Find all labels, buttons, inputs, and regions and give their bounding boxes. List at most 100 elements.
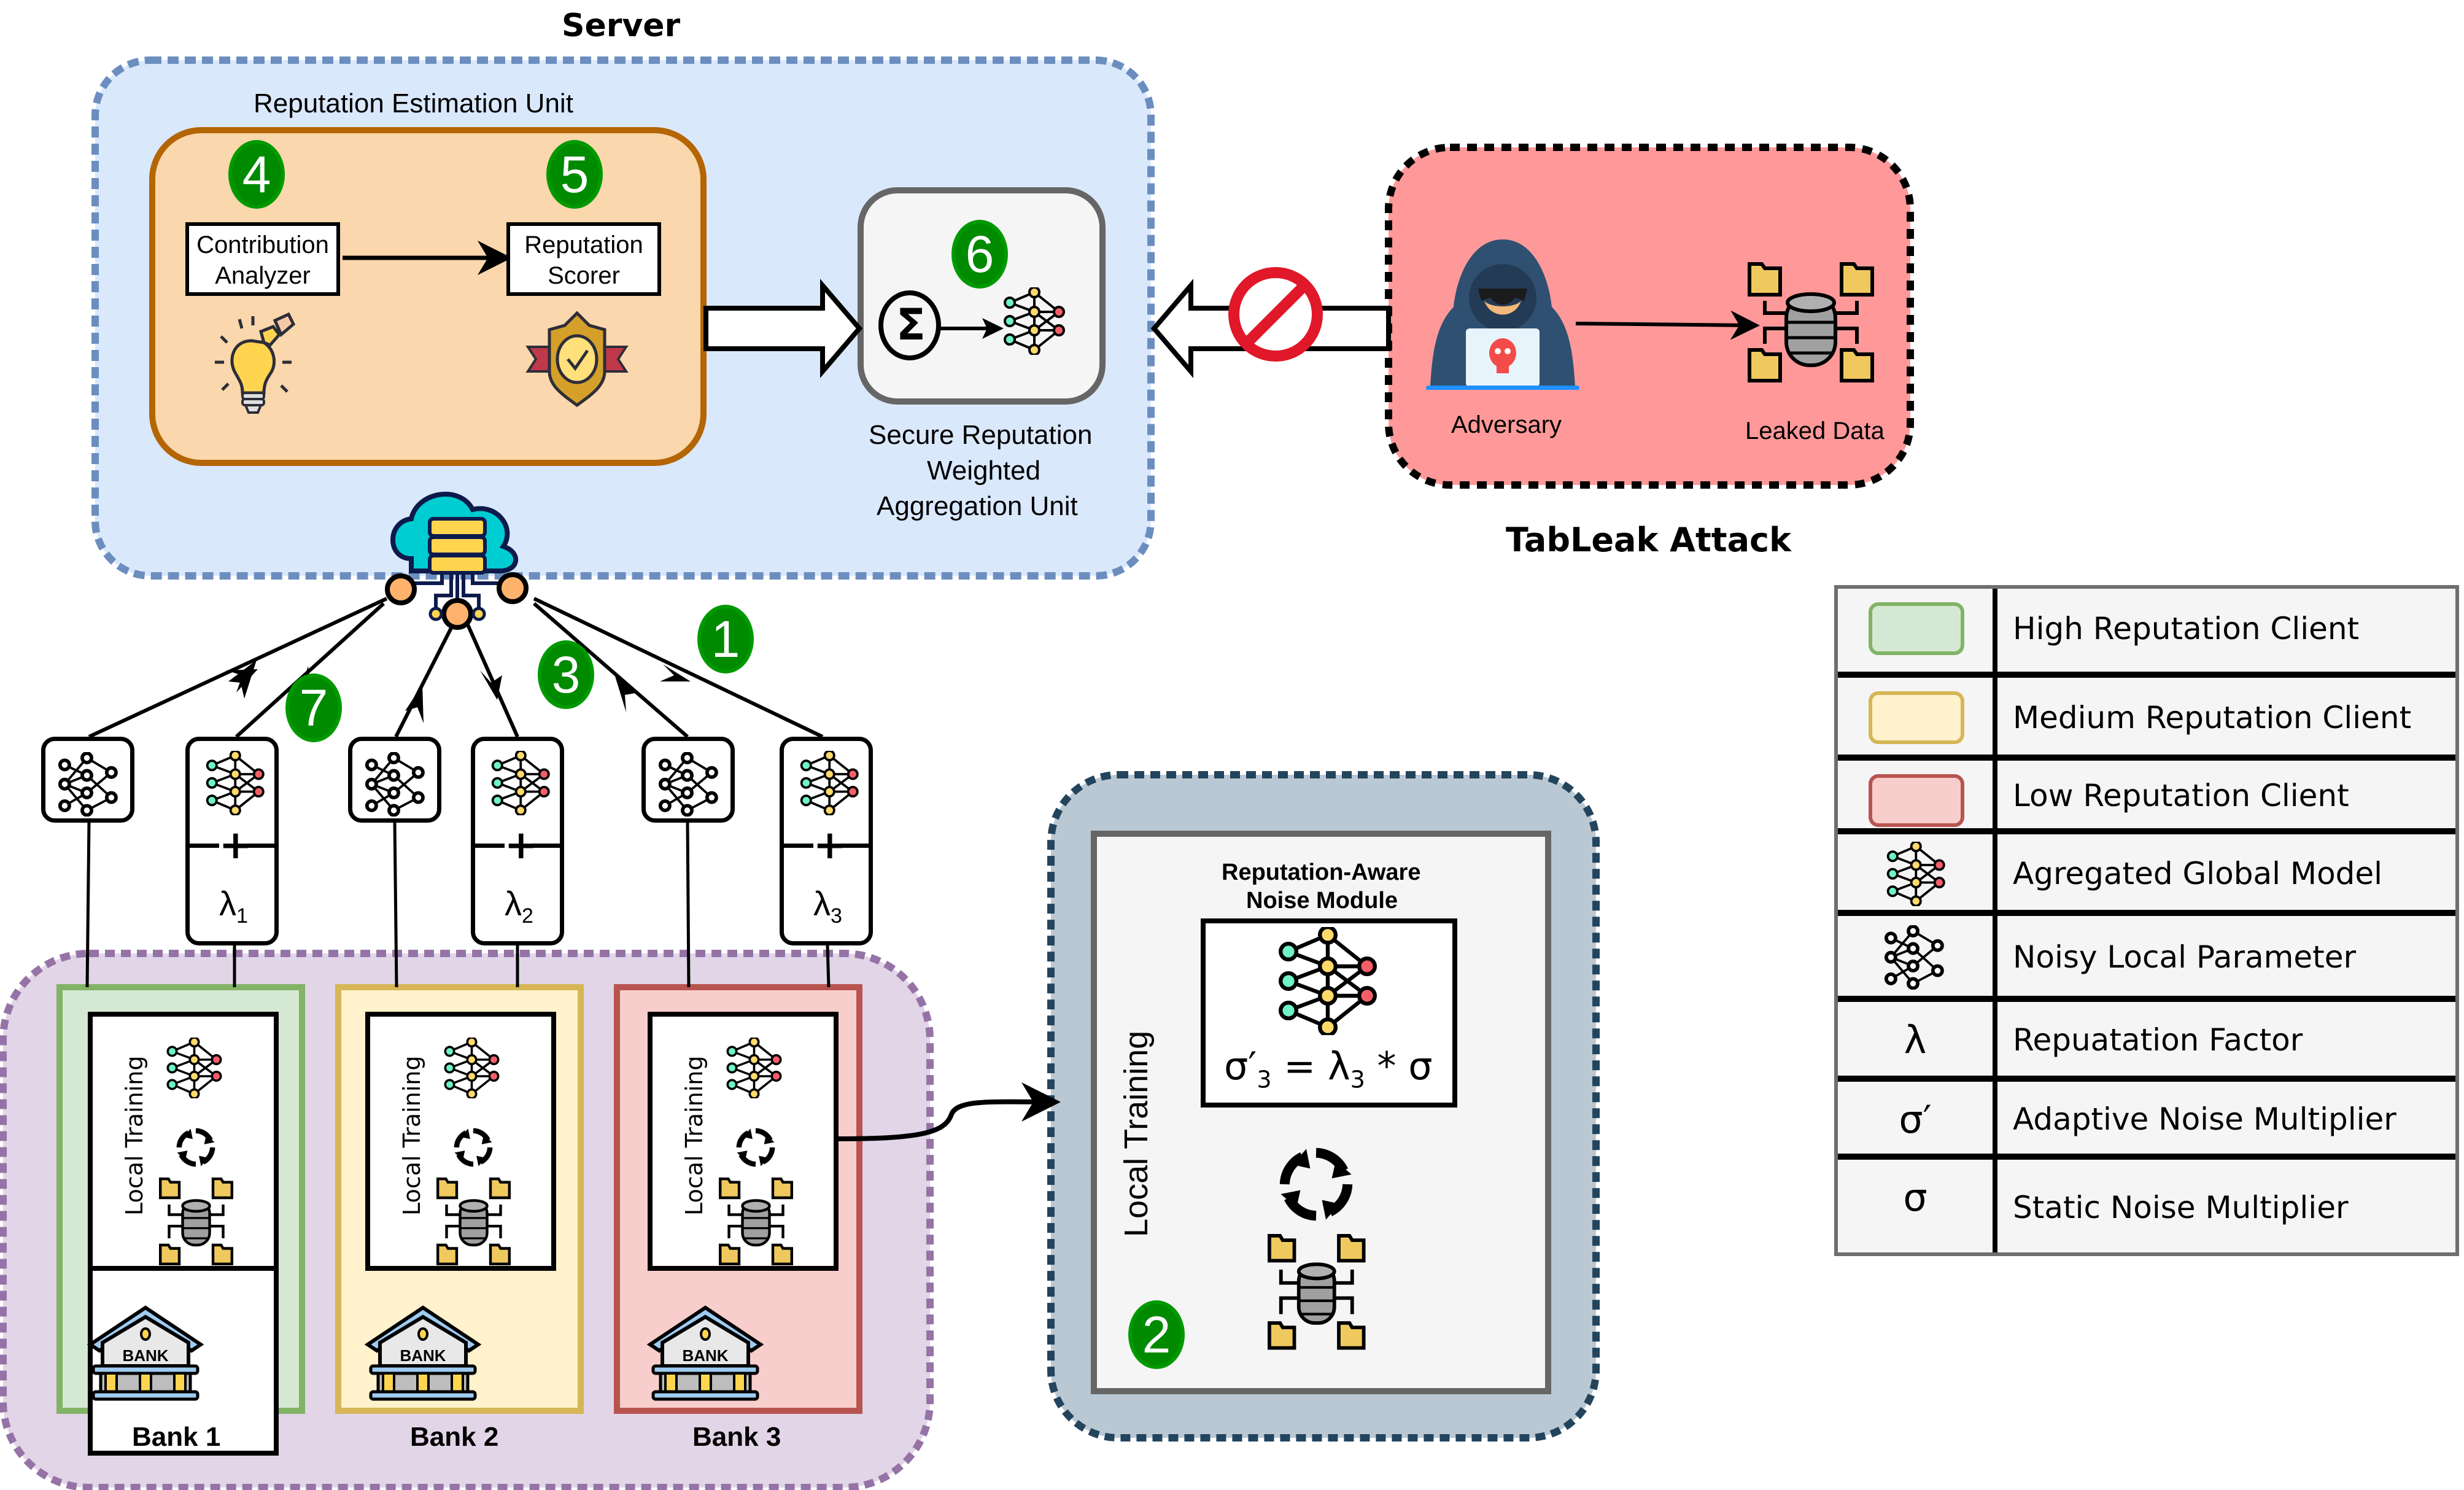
arrow-bank3-to-noise-module <box>835 1082 1061 1141</box>
formula-sub-2: 3 <box>1350 1066 1365 1093</box>
bank-sign-text: BANK <box>122 1346 168 1365</box>
noisy-parameter-card <box>41 737 134 823</box>
bank-sign-text: BANK <box>682 1346 728 1365</box>
bank-building-icon: BANK <box>365 1305 481 1401</box>
arrowhead-up-1 <box>228 660 257 699</box>
sigma-symbol: Σ <box>896 300 926 350</box>
step-badge-1: 1 <box>697 605 754 673</box>
hacker-adversary-icon <box>1426 239 1579 390</box>
legend-row: Low Reputation Client <box>1838 755 2455 828</box>
noisy-local-parameter-icon <box>58 752 118 817</box>
training-database-icon <box>1268 1234 1366 1350</box>
uplink-bank2 <box>394 621 456 738</box>
lambda-label: λ2 <box>505 883 533 928</box>
downlink-bank3 <box>533 597 824 739</box>
arrowhead-up-3 <box>614 672 638 712</box>
arrowhead-up-2 <box>405 685 424 723</box>
legend-symbol: λ <box>1904 1017 1927 1062</box>
arrowhead-down-3 <box>660 664 691 681</box>
formula-sigma-prime: σ′ <box>1224 1044 1257 1088</box>
global-model-lambda-card: +λ1 <box>185 737 279 945</box>
step-badge-2: 2 <box>1128 1300 1185 1369</box>
bank-name-label: Bank 1 <box>132 1422 221 1452</box>
global-model-lambda-card: + λ3 <box>780 737 873 945</box>
legend-label: Repuatation Factor <box>2013 1022 2303 1058</box>
lambda-subscript: 1 <box>236 904 248 928</box>
local-model-icon <box>444 1038 500 1098</box>
training-cycle-icon <box>1279 1147 1353 1221</box>
local-model-icon <box>726 1038 782 1098</box>
legend-row: λ Repuatation Factor <box>1838 996 2455 1076</box>
legend-swatch <box>1869 774 1964 827</box>
formula-sub-1: 3 <box>1257 1066 1272 1093</box>
local-training-label: Local Training <box>681 1055 708 1216</box>
aggregation-caption-2: Weighted <box>927 456 1041 486</box>
local-database-icon <box>719 1178 793 1265</box>
step-badge-5: 5 <box>546 140 603 209</box>
legend-label: Agregated Global Model <box>2013 855 2383 891</box>
noise-module-title-1: Reputation-Aware <box>1222 859 1421 885</box>
aggregation-caption-1: Secure Reputation <box>869 420 1093 450</box>
step-badge-7: 7 <box>285 673 342 742</box>
downlink-bank2 <box>465 621 519 738</box>
noise-module-title-2: Noise Module <box>1246 888 1398 914</box>
global-model-icon <box>206 751 265 815</box>
lambda-symbol: λ <box>219 884 236 923</box>
legend-row: Agregated Global Model <box>1838 828 2455 910</box>
conn-bank2-a <box>393 821 398 988</box>
contribution-analyzer-box: Contribution Analyzer <box>185 222 340 296</box>
lambda-symbol: λ <box>505 884 522 923</box>
legend-label: Static Noise Multiplier <box>2013 1189 2349 1225</box>
reputation-scorer-line1: Reputation <box>524 231 643 258</box>
legend-row: Noisy Local Parameter <box>1838 910 2455 996</box>
legend-symbol: σ <box>1903 1175 1927 1220</box>
arrow-adversary-to-leaked <box>1575 310 1760 340</box>
formula-rest: * σ <box>1365 1044 1433 1088</box>
arrow-reputation-to-aggregation <box>703 279 863 378</box>
legend-aggregated-model-icon <box>1886 842 1945 906</box>
legend-label: High Reputation Client <box>2013 610 2360 646</box>
lambda-subscript: 3 <box>831 904 842 928</box>
step-badge-4: 4 <box>228 140 285 209</box>
legend-symbol: σ′ <box>1899 1097 1932 1142</box>
leaked-data-label: Leaked Data <box>1745 417 1885 444</box>
conn-bank3-a <box>686 821 691 988</box>
uplink-bank1 <box>88 597 388 739</box>
bank-building-icon: BANK <box>647 1305 764 1401</box>
bank-name-label: Bank 3 <box>692 1422 781 1452</box>
uplink-bank3 <box>533 602 689 739</box>
legend-divider <box>1993 589 1997 1252</box>
local-database-icon <box>159 1178 233 1265</box>
legend-noisy-parameter-icon <box>1884 925 1944 990</box>
aggregated-model-icon <box>1004 287 1065 355</box>
noise-formula: σ′3 = λ3 * σ <box>1224 1044 1433 1093</box>
sigma-sum-icon <box>878 290 941 360</box>
step-badge-3: 3 <box>538 640 594 709</box>
arrow-sum-to-model <box>939 318 1004 339</box>
noise-module-model-icon <box>1279 927 1377 1035</box>
local-training-cycle-icon <box>736 1128 775 1167</box>
lambda-label: λ3 <box>813 883 842 928</box>
local-training-label: Local Training <box>398 1055 425 1216</box>
noisy-parameter-card <box>641 737 735 823</box>
lambda-subscript: 2 <box>522 904 533 928</box>
reputation-scorer-box: Reputation Scorer <box>506 222 661 296</box>
prohibited-icon <box>1228 267 1323 362</box>
local-database-icon <box>436 1178 511 1265</box>
global-model-icon <box>491 751 550 815</box>
conn-bank3-b <box>826 945 831 988</box>
plus-sign: + <box>505 823 538 868</box>
bank-name-label: Bank 2 <box>410 1422 499 1452</box>
reputation-unit-title: Reputation Estimation Unit <box>254 88 573 118</box>
aggregation-caption-3: Aggregation Unit <box>877 491 1078 521</box>
noisy-local-parameter-icon <box>365 752 425 817</box>
server-title: Server <box>562 7 681 44</box>
legend-label: Low Reputation Client <box>2013 778 2349 813</box>
cloud-server-hub-icon <box>385 492 529 630</box>
local-training-label: Local Training <box>121 1055 148 1216</box>
global-model-icon <box>800 751 859 815</box>
conn-bank1-a <box>85 821 91 988</box>
legend-row: Medium Reputation Client <box>1838 672 2455 755</box>
plus-sign: + <box>813 823 847 868</box>
